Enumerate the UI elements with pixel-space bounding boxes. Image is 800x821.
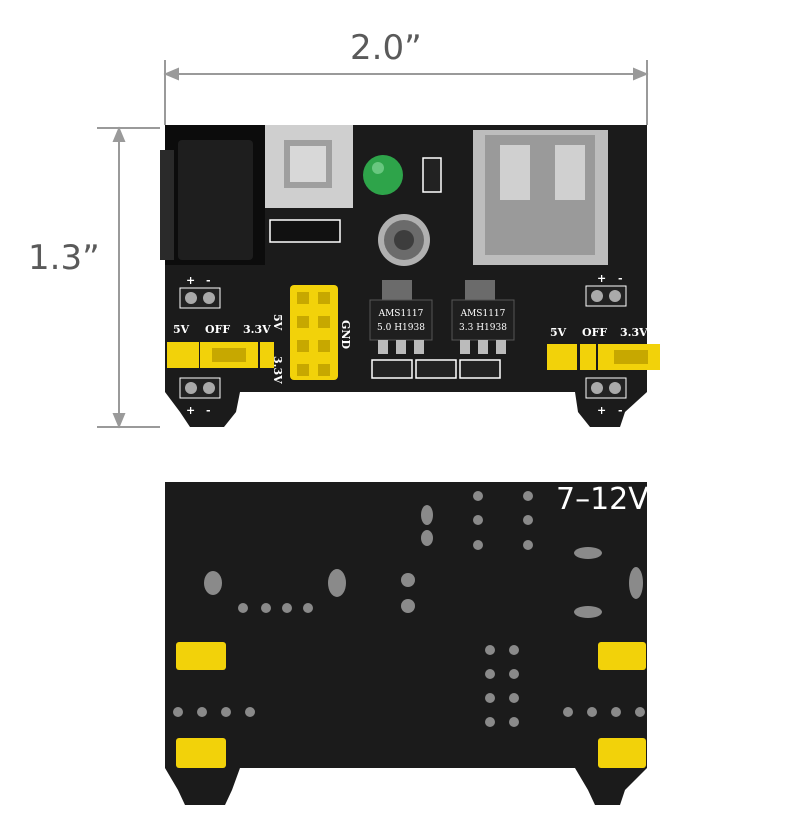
input-voltage-label: 7–12V bbox=[556, 482, 649, 517]
power-led bbox=[363, 155, 403, 195]
svg-text:+: + bbox=[186, 274, 195, 287]
regulator-5v: AMS1117 5.0 H1938 bbox=[369, 280, 433, 354]
height-dimension-line bbox=[97, 126, 160, 429]
height-dimension-label: 1.3” bbox=[28, 238, 100, 278]
svg-text:-: - bbox=[206, 404, 211, 417]
smd-components-row bbox=[371, 359, 501, 379]
usb-port bbox=[473, 130, 608, 265]
capacitor bbox=[378, 214, 430, 266]
right-label-off: OFF bbox=[582, 326, 607, 339]
right-label-3v3: 3.3V bbox=[620, 326, 648, 339]
svg-text:AMS1117: AMS1117 bbox=[378, 309, 424, 319]
back-pcb bbox=[165, 482, 647, 805]
regulator-3v3: AMS1117 3.3 H1938 bbox=[451, 280, 515, 354]
header-label-gnd: GND bbox=[339, 320, 352, 349]
diode bbox=[269, 219, 341, 243]
right-top-rail-pins bbox=[585, 285, 627, 307]
header-label-5v: 5V bbox=[271, 314, 284, 331]
power-switch bbox=[265, 125, 353, 208]
svg-text:+: + bbox=[597, 404, 606, 417]
back-solder-pads bbox=[173, 491, 645, 727]
right-bottom-rail-pins bbox=[585, 377, 627, 399]
svg-text:-: - bbox=[206, 274, 211, 287]
svg-text:+: + bbox=[186, 404, 195, 417]
svg-text:3.3 H1938: 3.3 H1938 bbox=[459, 323, 507, 333]
back-jumpers bbox=[176, 642, 646, 768]
output-header-jumpers bbox=[290, 285, 338, 380]
header-label-3v3: 3.3V bbox=[271, 356, 284, 384]
right-voltage-jumper bbox=[547, 344, 660, 370]
left-label-3v3: 3.3V bbox=[243, 323, 271, 336]
svg-text:-: - bbox=[618, 404, 623, 417]
svg-text:5.0 H1938: 5.0 H1938 bbox=[377, 323, 425, 333]
dc-barrel-jack bbox=[160, 125, 265, 265]
svg-text:+: + bbox=[597, 272, 606, 285]
left-label-off: OFF bbox=[205, 323, 230, 336]
width-dimension-line bbox=[163, 60, 649, 125]
left-voltage-jumper bbox=[167, 342, 274, 368]
width-dimension-label: 2.0” bbox=[350, 28, 422, 68]
left-label-5v: 5V bbox=[173, 323, 190, 336]
smd-resistor bbox=[422, 157, 442, 193]
svg-text:AMS1117: AMS1117 bbox=[460, 309, 506, 319]
left-top-rail-pins bbox=[179, 287, 221, 309]
right-label-5v: 5V bbox=[550, 326, 567, 339]
left-bottom-rail-pins bbox=[179, 377, 221, 399]
svg-text:-: - bbox=[618, 272, 623, 285]
